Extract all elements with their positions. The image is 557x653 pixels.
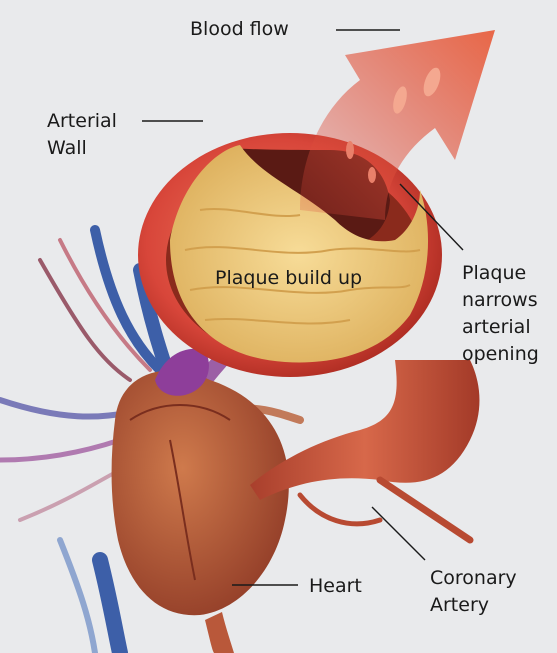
plaque-narrows-label: Plaque narrows arterial opening (462, 260, 539, 368)
plaque-narrows-line2: narrows (462, 287, 539, 314)
coronary-artery-line1: Coronary (430, 565, 517, 592)
plaque-narrows-line3: arterial (462, 314, 539, 341)
blood-flow-label: Blood flow (190, 16, 289, 43)
coronary-artery-line2: Artery (430, 592, 517, 619)
heart-label: Heart (309, 573, 362, 600)
heart-shape (112, 349, 289, 653)
plaque-narrows-line4: opening (462, 341, 539, 368)
coronary-artery-label: Coronary Artery (430, 565, 517, 619)
arterial-wall-label-line2: Wall (47, 135, 117, 162)
arterial-wall-label-line1: Arterial (47, 108, 117, 135)
arterial-wall-label: Arterial Wall (47, 108, 117, 162)
plaque-build-up-label: Plaque build up (215, 265, 362, 292)
plaque-narrows-line1: Plaque (462, 260, 539, 287)
